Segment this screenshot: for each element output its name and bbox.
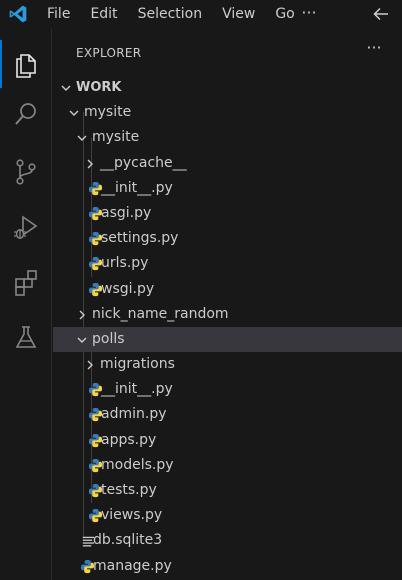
menu-go[interactable]: Go: [275, 6, 295, 22]
chevron-down-icon: [61, 85, 71, 91]
explorer-more-button[interactable]: ···: [366, 38, 382, 57]
python-file-icon: [88, 181, 103, 195]
tree-folder-row[interactable]: nick_name_random: [53, 302, 402, 327]
tree-file-row[interactable]: __init__.py: [53, 176, 402, 201]
python-file-icon: [88, 232, 103, 246]
text-file-icon: [82, 537, 95, 547]
chevron-down-icon: [77, 337, 87, 343]
tree-folder-row[interactable]: mysite: [53, 100, 402, 125]
workspace-name: WORK: [76, 80, 122, 95]
python-file-icon: [88, 206, 103, 220]
explorer-icon[interactable]: [0, 40, 52, 88]
file-name: tests.py: [101, 482, 157, 498]
tree-file-row[interactable]: models.py: [53, 453, 402, 478]
tree-file-row[interactable]: settings.py: [53, 226, 402, 251]
python-file-icon: [88, 433, 103, 447]
indent-guide: [91, 339, 92, 503]
chevron-right-icon: [79, 310, 85, 320]
chevron-right-icon: [87, 159, 93, 169]
file-name: views.py: [101, 507, 163, 524]
folder-name: mysite: [84, 104, 132, 121]
explorer-header: EXPLORER ···: [53, 28, 402, 80]
explorer-title: EXPLORER: [76, 46, 142, 60]
python-file-icon: [80, 559, 95, 573]
folder-name: migrations: [100, 356, 175, 373]
menu-more-button[interactable]: ···: [301, 3, 317, 22]
file-name: models.py: [101, 456, 174, 473]
python-file-icon: [88, 257, 103, 271]
file-name: admin.py: [101, 406, 167, 423]
explorer-sidebar: EXPLORER ··· WORK mysite mysite __pycache_…: [53, 28, 402, 580]
tree-file-row[interactable]: tests.py: [53, 478, 402, 503]
tree-file-row[interactable]: asgi.py: [53, 201, 402, 226]
workspace-section-header[interactable]: WORK: [53, 75, 402, 100]
folder-name: polls: [92, 330, 125, 347]
run-debug-icon[interactable]: [0, 203, 52, 251]
extensions-icon[interactable]: [0, 258, 52, 306]
indent-guide: [91, 138, 92, 277]
tree-file-row[interactable]: admin.py: [53, 402, 402, 427]
file-name: db.sqlite3: [93, 532, 163, 549]
tree-rows: mysite mysite __pycache__ __init__.py asgi.p…: [53, 100, 402, 579]
indent-guide: [83, 112, 84, 539]
vscode-logo-icon[interactable]: [8, 4, 28, 24]
activity-bar: [0, 28, 52, 580]
tree-folder-row[interactable]: mysite: [53, 125, 402, 150]
tree-file-row[interactable]: views.py: [53, 503, 402, 528]
file-name: asgi.py: [101, 204, 152, 221]
tree-folder-row[interactable]: __pycache__: [53, 151, 402, 176]
tree-file-row[interactable]: __init__.py: [53, 377, 402, 402]
tree-file-row[interactable]: wsgi.py: [53, 277, 402, 302]
tree-folder-row[interactable]: polls: [53, 326, 402, 353]
file-name: settings.py: [101, 230, 179, 247]
chevron-down-icon: [69, 110, 79, 117]
back-arrow-icon[interactable]: [370, 4, 392, 24]
tree-file-row[interactable]: db.sqlite3: [53, 528, 402, 553]
file-name: __init__.py: [101, 179, 173, 196]
menu-bar: File Edit Selection View Go: [37, 0, 305, 28]
python-file-icon: [88, 408, 103, 422]
folder-name: __pycache__: [100, 154, 187, 171]
search-icon[interactable]: [0, 90, 52, 138]
python-file-icon: [88, 483, 103, 498]
chevron-down-icon: [77, 135, 87, 142]
python-file-icon: [88, 458, 103, 472]
tree-file-row[interactable]: manage.py: [53, 554, 402, 579]
tree-file-row[interactable]: apps.py: [53, 428, 402, 453]
menu-selection[interactable]: Selection: [137, 6, 203, 22]
title-bar: File Edit Selection View Go ···: [0, 0, 402, 28]
python-file-icon: [88, 282, 103, 296]
menu-view[interactable]: View: [222, 6, 256, 22]
folder-name: mysite: [92, 129, 140, 146]
tree-folder-row[interactable]: migrations: [53, 352, 402, 377]
python-file-icon: [88, 383, 103, 397]
menu-edit[interactable]: Edit: [90, 6, 118, 22]
tree-file-row[interactable]: urls.py: [53, 251, 402, 276]
menu-file[interactable]: File: [47, 6, 71, 22]
python-file-icon: [88, 509, 103, 523]
file-name: wsgi.py: [101, 280, 155, 297]
file-name: __init__.py: [101, 381, 173, 398]
folder-name: nick_name_random: [92, 305, 229, 322]
chevron-right-icon: [87, 360, 93, 370]
source-control-icon[interactable]: [0, 148, 52, 196]
file-name: urls.py: [101, 255, 149, 272]
testing-icon[interactable]: [0, 313, 52, 361]
file-name: manage.py: [93, 557, 172, 574]
file-name: apps.py: [101, 431, 157, 448]
